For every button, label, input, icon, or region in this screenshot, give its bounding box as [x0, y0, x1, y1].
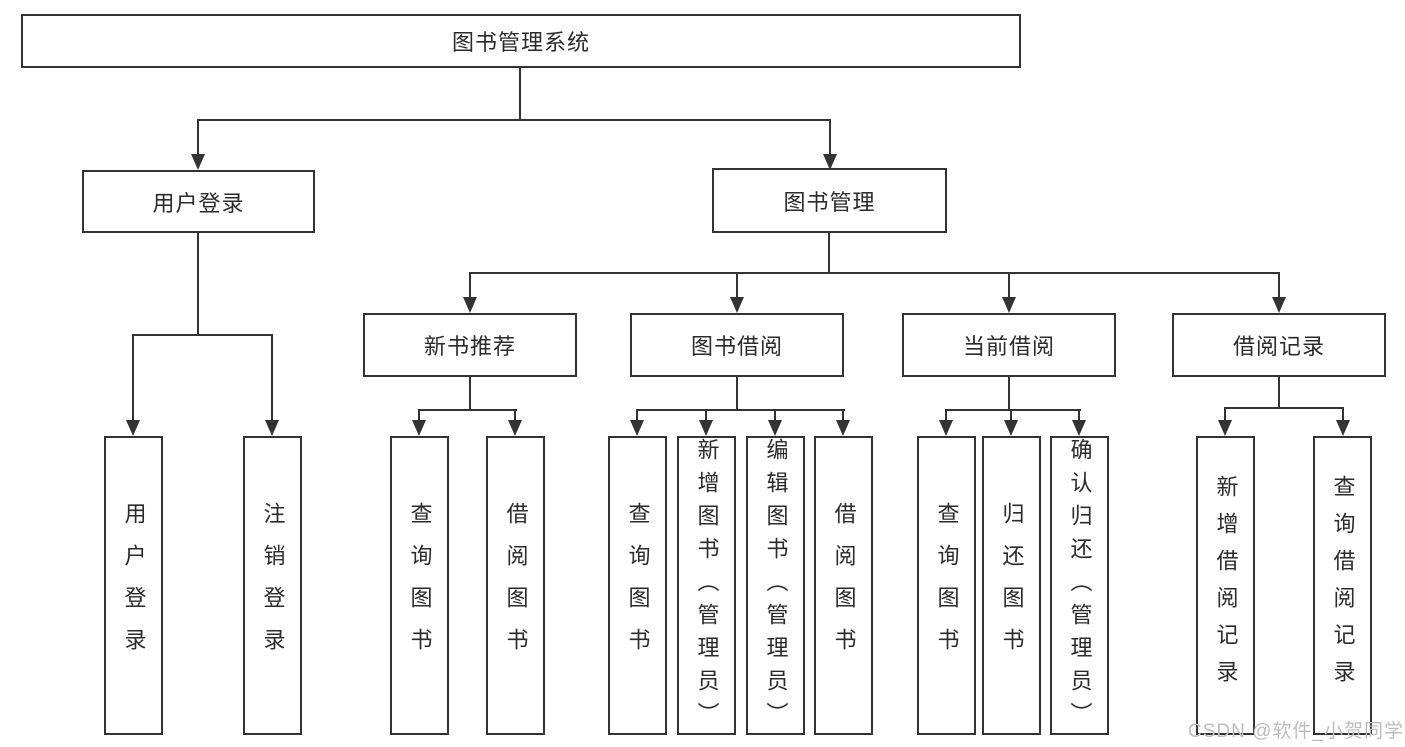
leaf-confirm-return-admin: 确认归还（管理员） — [1050, 436, 1109, 735]
connector-to-leaf-borrow-books-2 — [842, 409, 844, 422]
connector-book-management-stem — [828, 233, 830, 274]
connector-user-login-stem — [197, 233, 199, 335]
connector-to-leaf-borrow-books-1 — [514, 409, 516, 422]
leaf-query-borrow-record: 查询借阅记录 — [1313, 436, 1372, 735]
connector-to-leaf-add-book — [705, 409, 707, 422]
connector-to-leaf-user-login — [132, 334, 134, 422]
node-root: 图书管理系统 — [21, 14, 1021, 68]
leaf-edit-book-admin: 编辑图书（管理员） — [746, 436, 805, 735]
connector-to-leaf-logout — [271, 334, 273, 422]
connector-to-leaf-query-books-3 — [945, 409, 947, 422]
arrowhead-leaf-edit-book — [768, 420, 782, 436]
connector-book-management-branch — [469, 272, 1280, 274]
connector-root-branch — [197, 119, 831, 121]
connector-current-borrow-stem — [1008, 377, 1010, 410]
arrowhead-leaf-user-login — [126, 420, 140, 436]
connector-to-new-book-recommend — [469, 272, 471, 299]
leaf-logout: 注销登录 — [243, 436, 302, 735]
node-new-book-recommend: 新书推荐 — [363, 313, 577, 377]
leaf-user-login: 用户登录 — [104, 436, 163, 735]
arrowhead-leaf-logout — [265, 420, 279, 436]
arrowhead-leaf-borrow-books-2 — [836, 420, 850, 436]
leaf-add-book-admin: 新增图书（管理员） — [677, 436, 736, 735]
connector-new-book-recommend-stem — [469, 377, 471, 410]
connector-book-borrow-stem — [736, 377, 738, 410]
leaf-add-borrow-record: 新增借阅记录 — [1196, 436, 1255, 735]
leaf-borrow-books-1: 借阅图书 — [486, 436, 545, 735]
csdn-watermark: CSDN @软件_小贺同学 — [1188, 721, 1404, 742]
arrowhead-current-borrow — [1002, 297, 1016, 313]
arrowhead-leaf-query-books-3 — [939, 420, 953, 436]
connector-root-to-user-login — [197, 119, 199, 157]
connector-root-stem — [519, 68, 521, 120]
leaf-query-books-1: 查询图书 — [390, 436, 449, 735]
node-book-borrow: 图书借阅 — [630, 313, 844, 377]
leaf-borrow-books-2: 借阅图书 — [814, 436, 873, 735]
connector-root-to-book-management — [829, 119, 831, 157]
connector-to-current-borrow — [1008, 272, 1010, 299]
arrowhead-leaf-query-books-2 — [630, 420, 644, 436]
arrowhead-book-management — [823, 154, 837, 170]
arrowhead-leaf-confirm-return — [1072, 420, 1086, 436]
arrowhead-leaf-add-borrow-record — [1218, 420, 1232, 436]
connector-to-leaf-add-borrow-record — [1224, 407, 1226, 422]
connector-to-book-borrow — [736, 272, 738, 299]
arrowhead-leaf-borrow-books-1 — [508, 420, 522, 436]
arrowhead-book-borrow — [730, 297, 744, 313]
arrowhead-leaf-return-book — [1004, 420, 1018, 436]
arrowhead-leaf-query-borrow-record — [1336, 420, 1350, 436]
connector-to-leaf-query-books-1 — [418, 409, 420, 422]
leaf-query-books-2: 查询图书 — [608, 436, 667, 735]
arrowhead-leaf-query-books-1 — [412, 420, 426, 436]
arrowhead-borrow-records — [1272, 297, 1286, 313]
node-user-login: 用户登录 — [82, 170, 315, 233]
connector-to-leaf-confirm-return — [1078, 409, 1080, 422]
connector-to-leaf-query-books-2 — [636, 409, 638, 422]
connector-to-borrow-records — [1278, 272, 1280, 299]
connector-current-borrow-branch — [945, 409, 1081, 411]
connector-borrow-records-branch — [1224, 407, 1344, 409]
arrowhead-leaf-add-book — [699, 420, 713, 436]
connector-to-leaf-query-borrow-record — [1342, 407, 1344, 422]
arrowhead-new-book-recommend — [463, 297, 477, 313]
arrowhead-user-login — [191, 154, 205, 170]
connector-new-book-recommend-branch — [418, 409, 517, 411]
connector-to-leaf-return-book — [1010, 409, 1012, 422]
connector-to-leaf-edit-book — [774, 409, 776, 422]
leaf-query-books-3: 查询图书 — [917, 436, 976, 735]
leaf-return-book: 归还图书 — [982, 436, 1041, 735]
connector-book-borrow-branch — [636, 409, 845, 411]
node-book-management: 图书管理 — [712, 168, 947, 233]
connector-user-login-branch — [133, 334, 273, 336]
node-current-borrow: 当前借阅 — [902, 313, 1116, 377]
node-borrow-records: 借阅记录 — [1172, 313, 1386, 377]
connector-borrow-records-stem — [1278, 377, 1280, 408]
